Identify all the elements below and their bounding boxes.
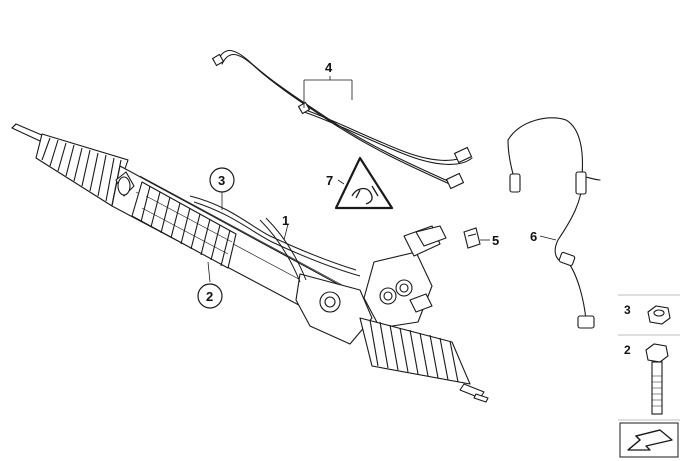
valve-body-ribbed — [131, 181, 237, 269]
callout-label-1: 1 — [282, 213, 289, 228]
hex-bolt-icon — [645, 343, 669, 415]
callout-label-3: 3 — [218, 173, 225, 188]
callout-label-4: 4 — [325, 60, 333, 75]
callout-circles — [197, 167, 235, 309]
callout-label-2: 2 — [206, 289, 213, 304]
callout-circle-3 — [209, 167, 235, 193]
mounting-bracket — [463, 227, 481, 249]
pressure-hose-lines — [217, 49, 473, 187]
bellows-boot-right — [359, 317, 471, 385]
legend-label-nut: 3 — [624, 303, 631, 317]
legend-label-bolt: 2 — [624, 343, 631, 357]
mounting-bushing-left — [115, 171, 135, 197]
tie-rod-right — [459, 383, 489, 403]
steering-rack-assembly — [11, 123, 489, 403]
control-valve-block — [363, 225, 447, 329]
direction-arrow-icon — [619, 422, 679, 458]
rack-fluid-lines — [189, 195, 361, 283]
hose-fittings — [211, 53, 473, 190]
hex-nut-icon — [647, 305, 671, 325]
callout-label-5: 5 — [492, 233, 499, 248]
sensor-wiring-harness — [507, 117, 601, 321]
warning-triangle-icon — [334, 156, 394, 210]
tie-rod-left — [11, 123, 45, 142]
hardware-legend: 3 2 — [618, 294, 680, 458]
sensor-connectors — [509, 171, 595, 329]
callout-label-6: 6 — [530, 229, 537, 244]
callout-circle-2 — [197, 283, 223, 309]
callout-leaders — [207, 76, 557, 283]
callout-label-7: 7 — [326, 173, 333, 188]
